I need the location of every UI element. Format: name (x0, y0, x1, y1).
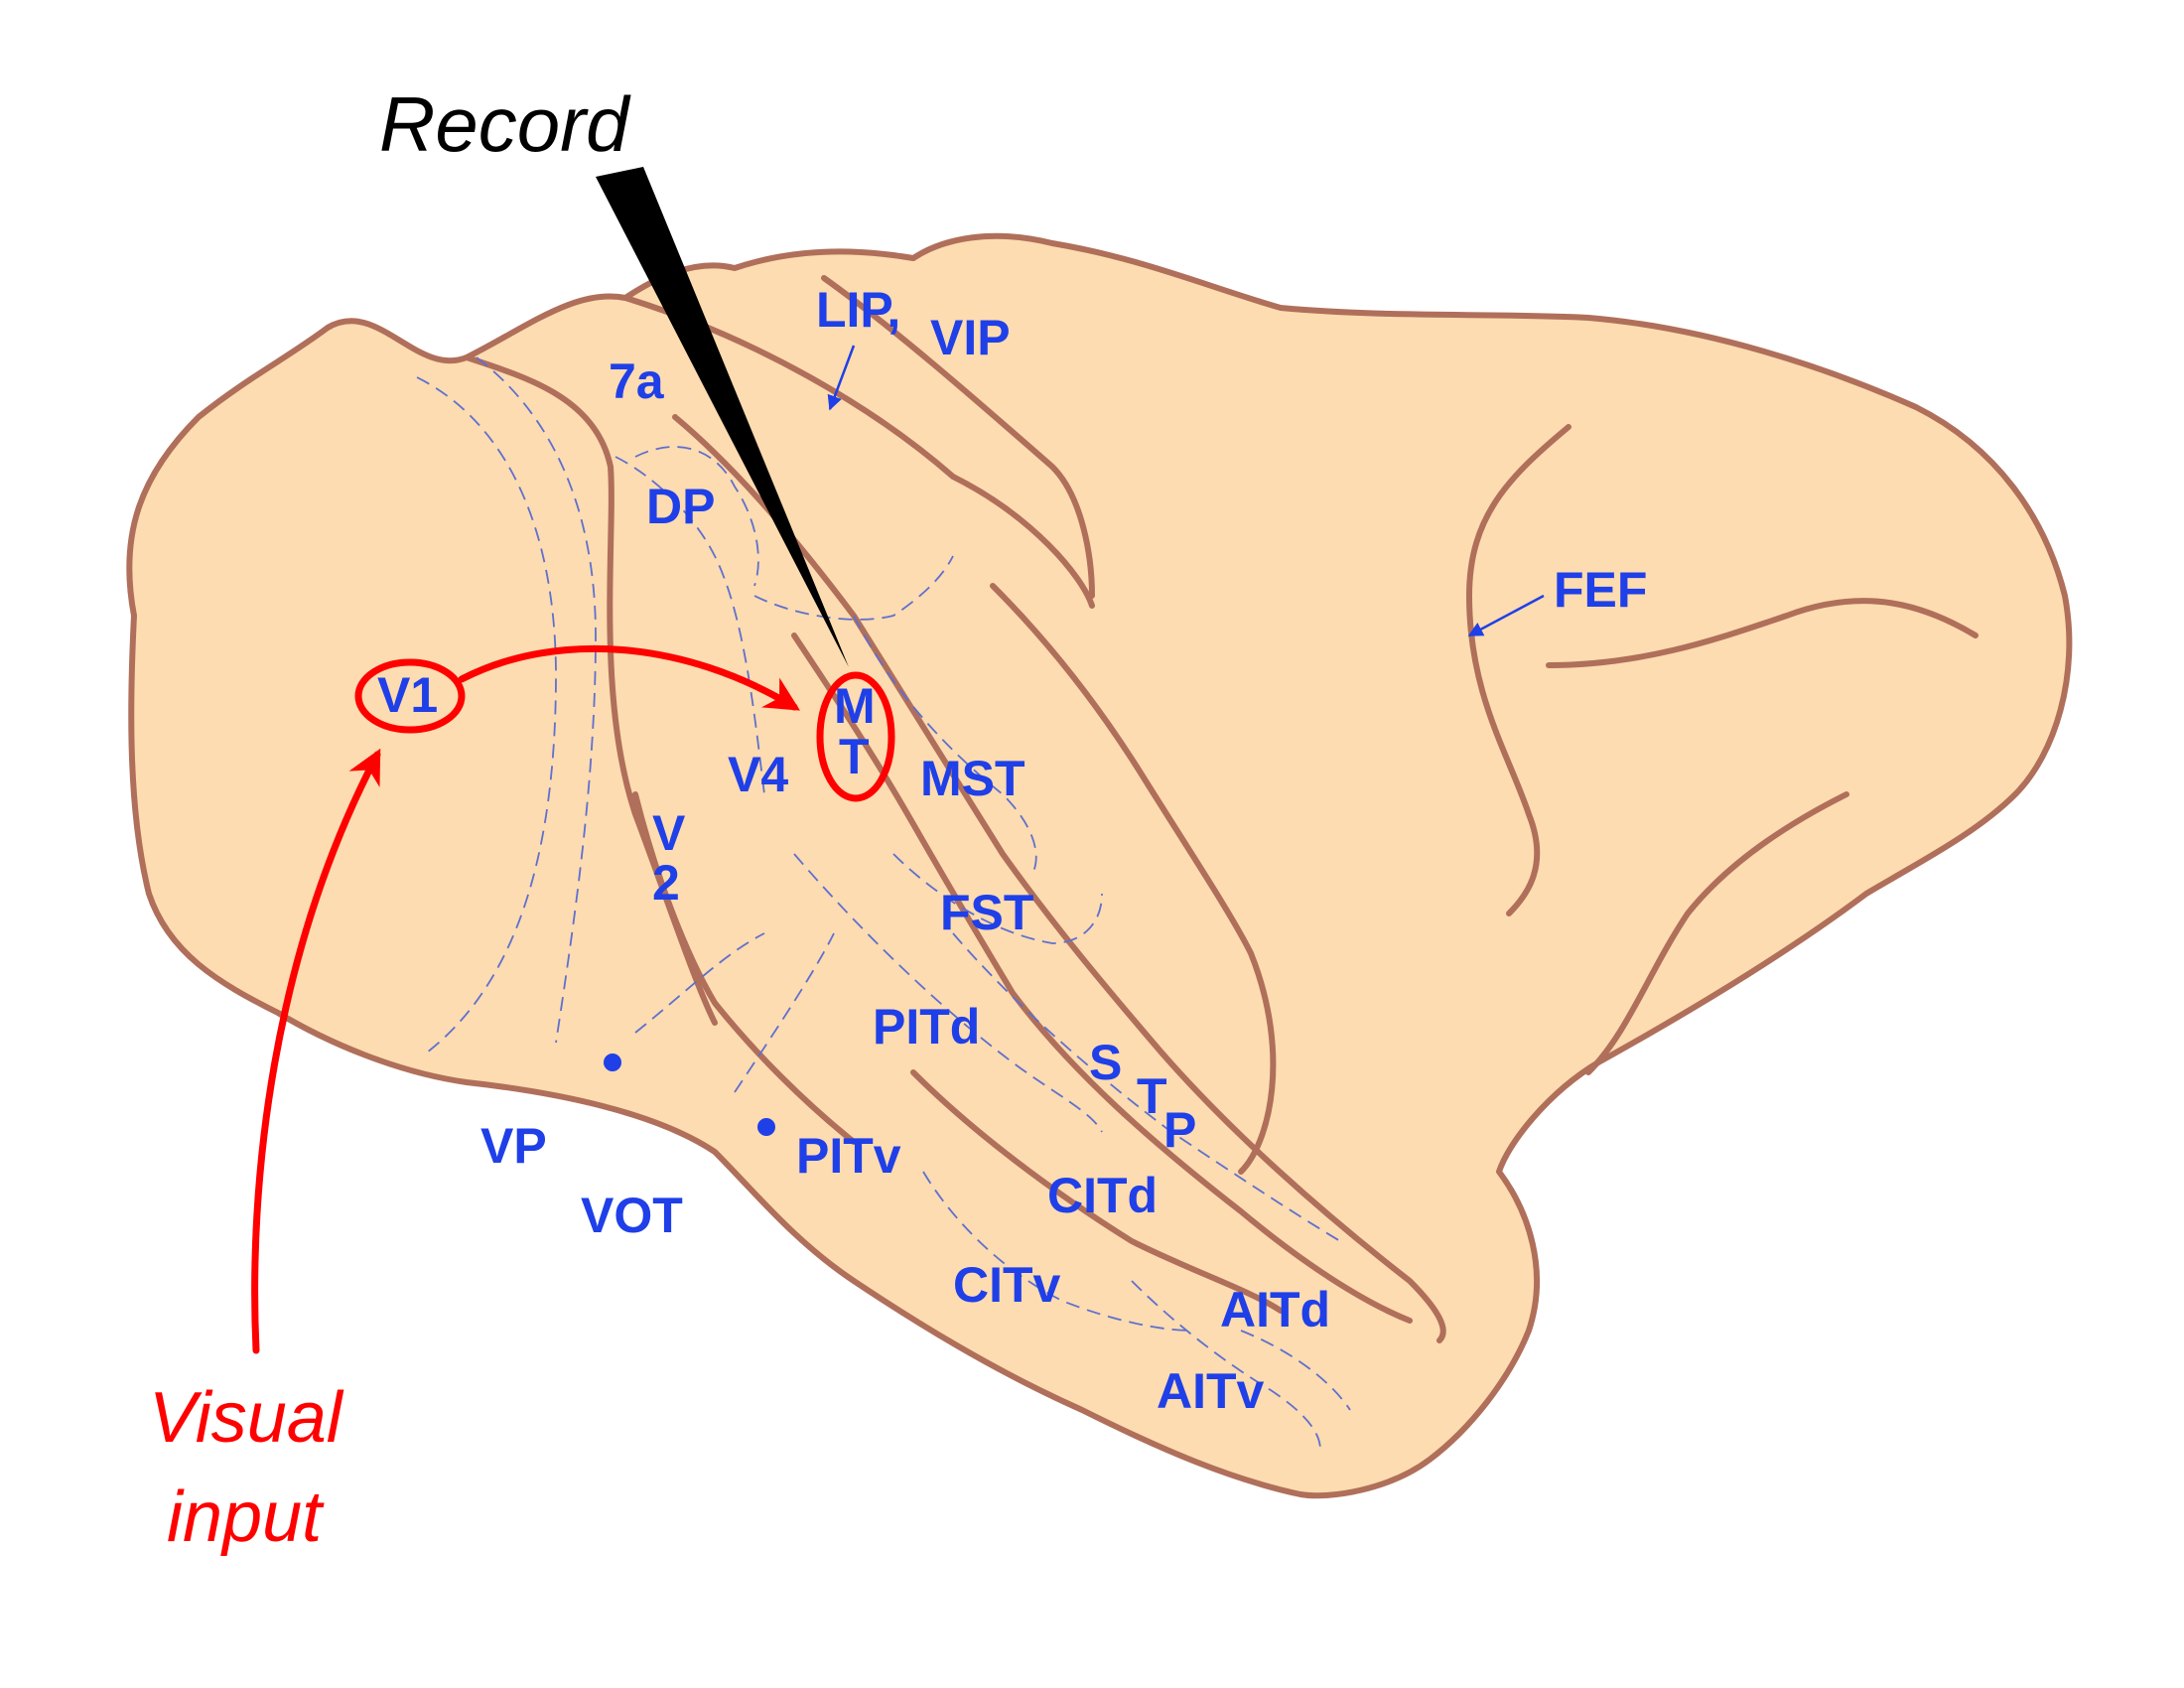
ait-border (1131, 1280, 1321, 1451)
pit-border (793, 853, 1103, 1133)
fst-region-border (892, 853, 1103, 944)
parietal-sulcus (821, 275, 1095, 599)
ventral-border-2 (734, 932, 835, 1093)
label-vip: VIP (930, 310, 1011, 365)
mst-region-border (853, 615, 1037, 875)
label-mst: MST (920, 751, 1025, 806)
fef-pointer-arrow (1467, 594, 1545, 637)
label-citv: CITv (953, 1257, 1061, 1313)
label-v2-v: V (652, 805, 686, 861)
label-fef: FEF (1554, 562, 1647, 618)
pitv-marker-dot (757, 1118, 775, 1136)
principal-sulcus (1546, 598, 1979, 668)
label-citd: CITd (1047, 1168, 1158, 1223)
label-pitd: PITd (873, 999, 980, 1055)
mt-highlight-ellipse (816, 671, 895, 802)
visual-input-arrow (251, 748, 381, 1354)
label-fst: FST (940, 885, 1033, 940)
visual-input-caption-line1: Visual (149, 1378, 344, 1458)
central-sulcus (990, 583, 1277, 1175)
label-stp-p: P (1163, 1102, 1196, 1158)
inferior-occipital-sulcus (632, 791, 857, 1145)
label-vp: VP (480, 1118, 547, 1174)
arcuate-sulcus (1466, 424, 1571, 916)
label-pitv: PITv (796, 1128, 901, 1184)
v1-highlight-ellipse (354, 658, 466, 734)
dp-region-border (634, 446, 759, 587)
frontal-lower-sulcus (1585, 791, 1849, 1075)
record-caption: Record (379, 80, 631, 168)
label-7a: 7a (609, 353, 665, 409)
sts-lower (791, 633, 1413, 1324)
label-mt-t: T (839, 729, 870, 784)
label-stp-s: S (1089, 1035, 1122, 1090)
label-aitd: AITd (1220, 1282, 1330, 1337)
label-stp-t: T (1137, 1068, 1167, 1124)
label-vot: VOT (581, 1188, 683, 1243)
ventral-border-1 (634, 932, 765, 1034)
ventral-border-3 (1240, 1330, 1351, 1411)
label-mt-m: M (834, 678, 876, 734)
sts-upper (672, 414, 1446, 1343)
label-v2-2: 2 (652, 855, 680, 911)
stp-border (952, 932, 1341, 1242)
recording-electrode (596, 167, 849, 667)
v1-v2-border (476, 356, 597, 1044)
visual-input-caption-line2: input (167, 1477, 325, 1557)
label-v4: V4 (728, 747, 788, 802)
mt-region-border (753, 555, 954, 621)
label-aitv: AITv (1157, 1363, 1265, 1419)
label-lip: LIP, (816, 282, 900, 338)
lip-pointer-arrow (827, 345, 856, 411)
label-v1: V1 (377, 667, 438, 723)
v2-v4-border (614, 456, 765, 795)
label-dp: DP (646, 479, 715, 534)
temporal-sulcus-lower (910, 1069, 1284, 1314)
brain-outline (126, 232, 2073, 1499)
vp-marker-dot (604, 1054, 621, 1071)
intraparietal-sulcus (622, 295, 1095, 609)
v1-to-mt-arrow (458, 644, 800, 711)
cit-border (922, 1171, 1192, 1332)
